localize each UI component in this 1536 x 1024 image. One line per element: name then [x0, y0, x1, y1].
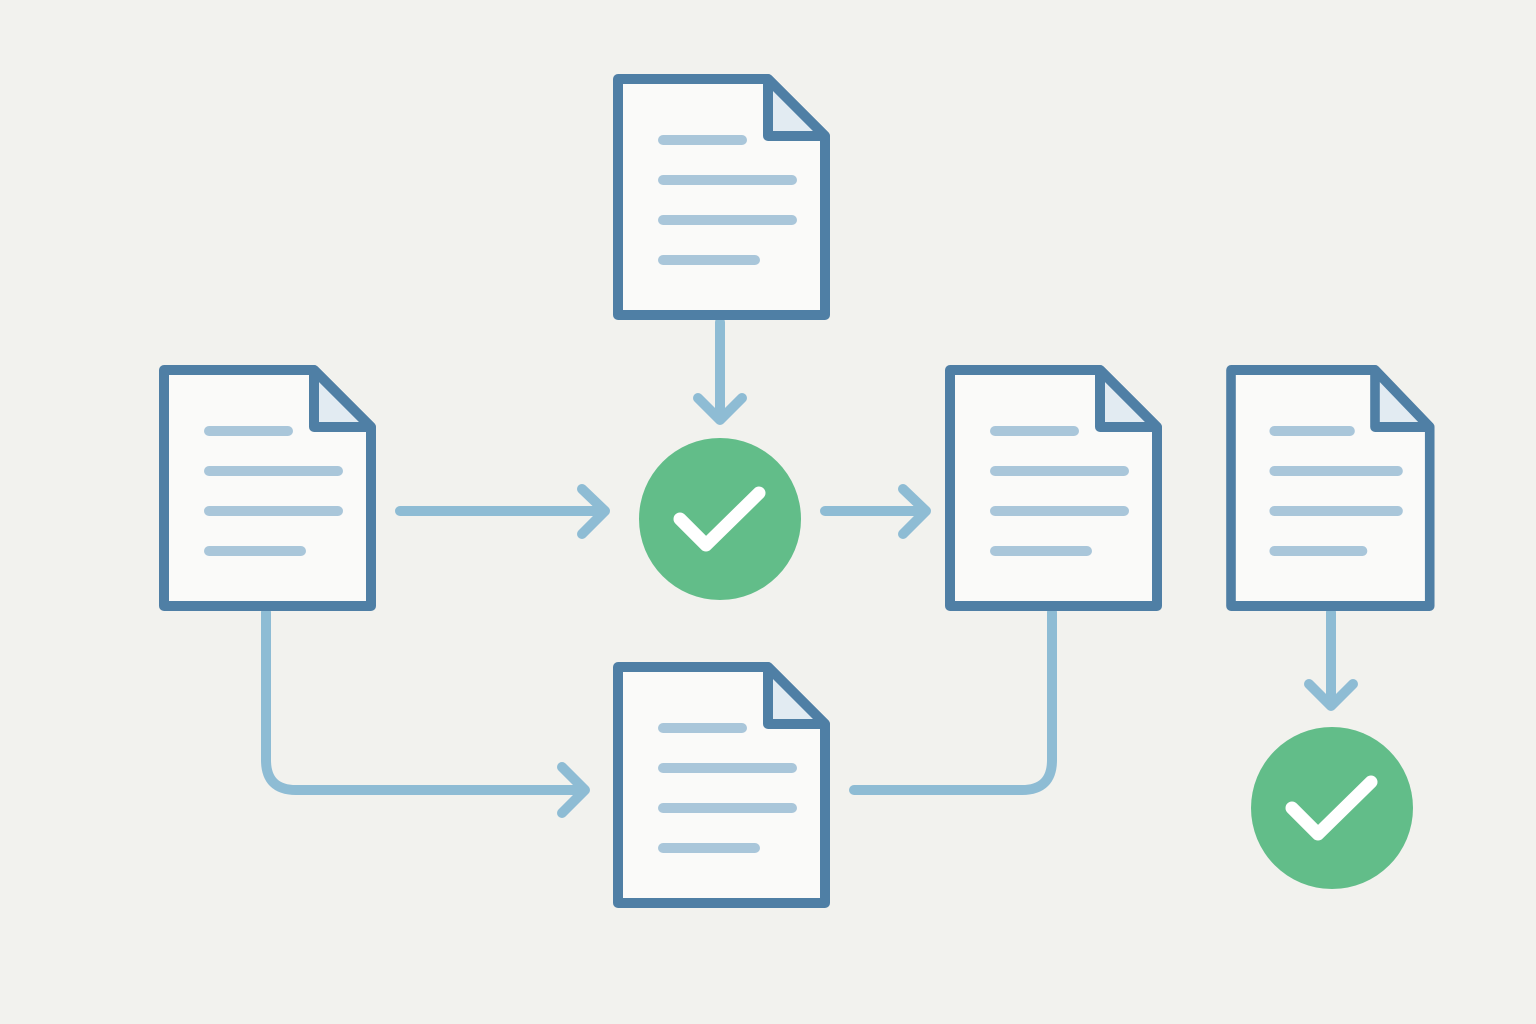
arrowhead-down-icon	[1304, 679, 1358, 711]
document-icon	[618, 667, 825, 903]
document-icon	[164, 370, 371, 606]
connector-bottom-to-right-doc	[849, 607, 1057, 795]
arrowhead-right-icon	[577, 484, 610, 539]
checkmark-icon	[1285, 775, 1378, 841]
document-icon	[950, 370, 1157, 606]
arrowhead-right-icon	[898, 484, 931, 539]
checkmark-icon	[673, 486, 766, 552]
connector-left-to-bottom-doc	[261, 607, 588, 795]
document-icon	[1231, 370, 1430, 606]
check-circle-icon	[639, 438, 801, 600]
arrowhead-right-icon	[557, 762, 590, 818]
check-circle-icon	[1251, 727, 1413, 889]
connectors	[261, 317, 1358, 818]
document-icon	[618, 79, 825, 315]
arrowhead-down-icon	[693, 393, 747, 425]
